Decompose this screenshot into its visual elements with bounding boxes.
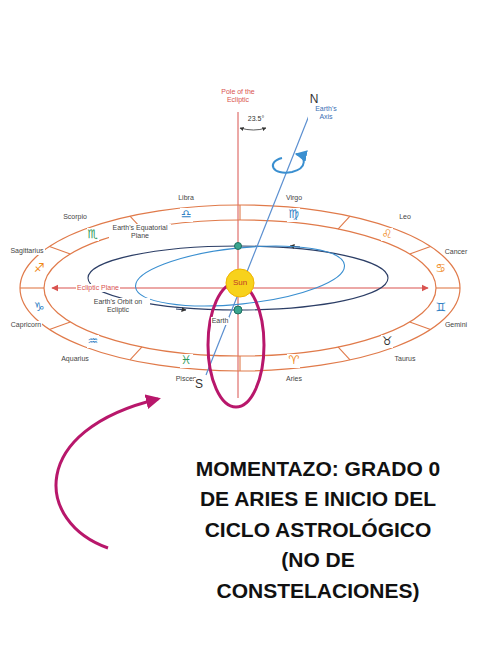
zodiac-dividers [20,205,460,371]
zodiac-divider [130,347,142,360]
zodiac-divider [239,205,240,220]
sign-name: Leo [398,213,412,221]
zodiac-glyph: ♍ [287,208,300,221]
tilt-angle-arc [240,128,266,130]
zodiac-glyph: ♊ [435,301,448,314]
zodiac-divider [436,287,460,288]
zodiac-glyph: ♑ [33,301,46,314]
zodiac-divider [338,347,350,360]
sun-circle: Sun [225,268,255,298]
pole-label: Pole of the Ecliptic [215,88,261,103]
earth-label: Earth [211,317,230,325]
zodiac-ring-inner [44,220,436,356]
zodiac-glyph: ♎ [180,208,193,221]
highlight-ellipse [208,283,264,407]
sign-name: Taurus [393,355,416,363]
axis-label: Earth's Axis [308,105,344,120]
angle-label: 23.5° [247,115,265,123]
zodiac-glyph: ♉ [381,335,394,348]
sign-name: Virgo [285,194,303,202]
highlight-arrow [56,399,158,548]
node-text: Sun [233,279,247,288]
sign-name: Gemini [444,321,468,329]
zodiac-divider [20,287,44,288]
zodiac-divider [410,322,431,330]
sign-name: Aries [285,375,303,383]
ecliptic-pole-line [238,112,239,398]
sign-name: Libra [177,194,195,202]
sign-name: Aquarius [60,355,90,363]
earth-axis-line [206,108,312,375]
zodiac-divider [239,356,240,371]
earth-dot [235,243,242,250]
zodiac-glyph: ♋ [435,262,448,275]
zodiac-divider [410,247,431,255]
sun-disc [226,269,254,297]
orbit-arrow [176,309,186,310]
earth-dot [234,306,242,314]
equatorial-plane [133,237,348,315]
axis-pole-letter: S [194,378,204,391]
zodiac-divider [49,247,70,255]
zodiac-glyph: ♐ [33,262,46,275]
rotation-arrow [273,154,304,173]
zodiac-ring-outer [20,205,460,371]
orbit-label: Earth's Orbit on Ecliptic [86,298,150,313]
callout-text: MOMENTAZO: GRADO 0 DE ARIES E INICIO DEL… [183,454,453,606]
sign-name: Scorpio [62,213,88,221]
zodiac-glyph: ♈ [287,354,300,367]
zodiac-divider [338,216,350,229]
zodiac-divider [49,322,70,330]
sign-name: Capricorn [10,321,42,329]
zodiac-glyph: ♓ [180,354,193,367]
sign-name: Sagittarius [9,247,44,255]
zodiac-glyph: ♌ [381,228,394,241]
zodiac-glyph: ♒ [87,335,100,348]
zodiac-glyph: ♏ [87,228,100,241]
sign-name: Cancer [444,248,469,256]
plane-label: Earth's Equatorial Plane [109,224,171,239]
ecliptic-label: Ecliptic Plane [76,284,120,292]
